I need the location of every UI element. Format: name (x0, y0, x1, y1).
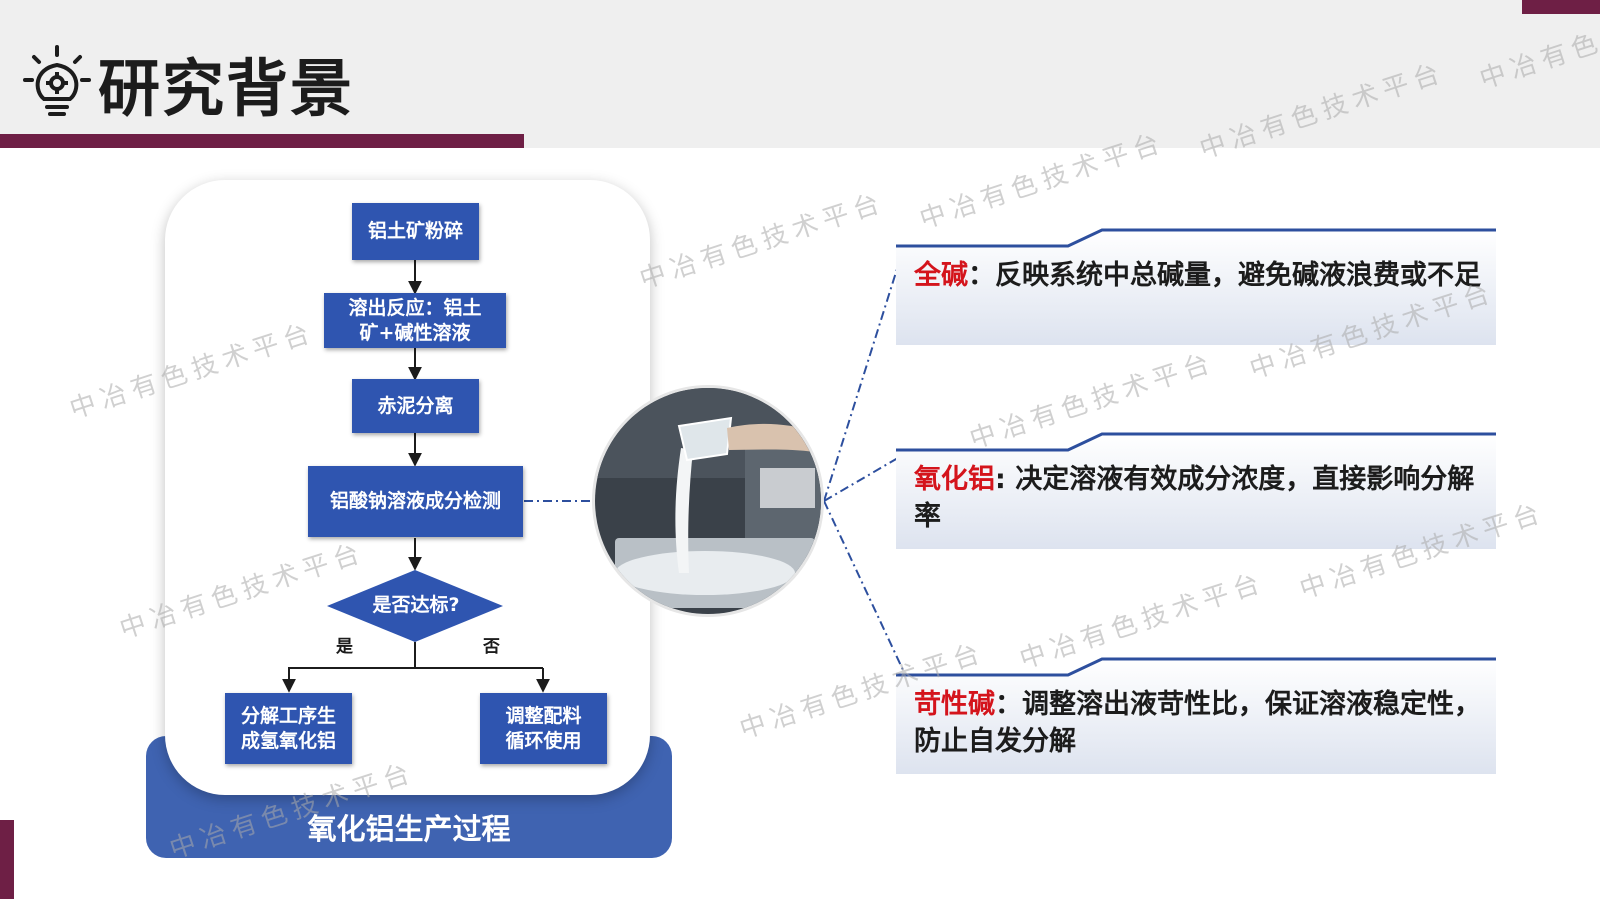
photo-to-card-1-connector (823, 249, 904, 502)
process-section-label: 氧化铝生产过程 (307, 812, 511, 846)
flow-step-red-mud-separation: 赤泥分离 (352, 379, 479, 433)
flow-outcome-decomposition: 分解工序生成氢氧化铝 (225, 693, 352, 764)
metric-text-alumina: 氧化铝: 决定溶液有效成分浓度，直接影响分解率 (914, 461, 1484, 535)
pouring-liquid-illustration (595, 388, 821, 614)
no-branch-label: 否 (483, 637, 500, 657)
metric-separator: ： (968, 260, 995, 291)
header-band (0, 0, 1600, 148)
flow-outcome-recycle: 调整配料循环使用 (480, 693, 607, 764)
metric-keyword: 全碱 (914, 260, 968, 291)
metric-description: 调整溶出液苛性比，保证溶液稳定性，防止自发分解 (914, 689, 1481, 757)
flow-step-crush: 铝土矿粉碎 (352, 203, 479, 260)
flow-step-leaching: 溶出反应：铝土矿+碱性溶液 (324, 293, 506, 348)
metric-description: 反映系统中总碱量，避免碱液浪费或不足 (995, 260, 1481, 291)
metric-card-frame (896, 657, 1496, 774)
metric-keyword: 氧化铝 (914, 464, 995, 495)
decision-diamond (327, 570, 503, 642)
left-accent-tab (0, 820, 14, 899)
corner-accent-tab (1522, 0, 1600, 14)
metric-keyword: 苛性碱 (914, 689, 995, 720)
pouring-liquid-photo (592, 385, 824, 617)
metric-separator: : (995, 464, 1016, 495)
metric-card-total-alkali: 全碱：反映系统中总碱量，避免碱液浪费或不足 (896, 227, 1496, 345)
photo-to-card-2-connector (823, 454, 904, 502)
title-group: 研究背景 (20, 38, 354, 128)
page-title: 研究背景 (98, 52, 355, 125)
flow-step-leaching-label: 溶出反应：铝土矿+碱性溶液 (348, 296, 482, 344)
metric-card-frame (896, 432, 1496, 549)
metric-separator: ： (995, 689, 1022, 720)
flow-outcome-decomposition-label: 分解工序生成氢氧化铝 (240, 704, 336, 752)
header-accent-bar (0, 134, 524, 148)
lightbulb-gear-icon (23, 45, 91, 116)
metric-text-total-alkali: 全碱：反映系统中总碱量，避免碱液浪费或不足 (914, 257, 1484, 294)
metric-card-frame (896, 228, 1496, 345)
photo-to-card-3-connector (823, 500, 904, 671)
metric-card-caustic-alkali: 苛性碱：调整溶出液苛性比，保证溶液稳定性，防止自发分解 (896, 656, 1496, 774)
metric-description: 决定溶液有效成分浓度，直接影响分解率 (914, 464, 1475, 532)
flow-step-composition-detection: 铝酸钠溶液成分检测 (308, 466, 523, 537)
decision-label: 是否达标? (372, 594, 460, 616)
metric-text-caustic-alkali: 苛性碱：调整溶出液苛性比，保证溶液稳定性，防止自发分解 (914, 686, 1484, 760)
metric-card-alumina: 氧化铝: 决定溶液有效成分浓度，直接影响分解率 (896, 431, 1496, 549)
yes-branch-label: 是 (336, 637, 353, 657)
flow-outcome-recycle-label: 调整配料循环使用 (505, 704, 582, 752)
